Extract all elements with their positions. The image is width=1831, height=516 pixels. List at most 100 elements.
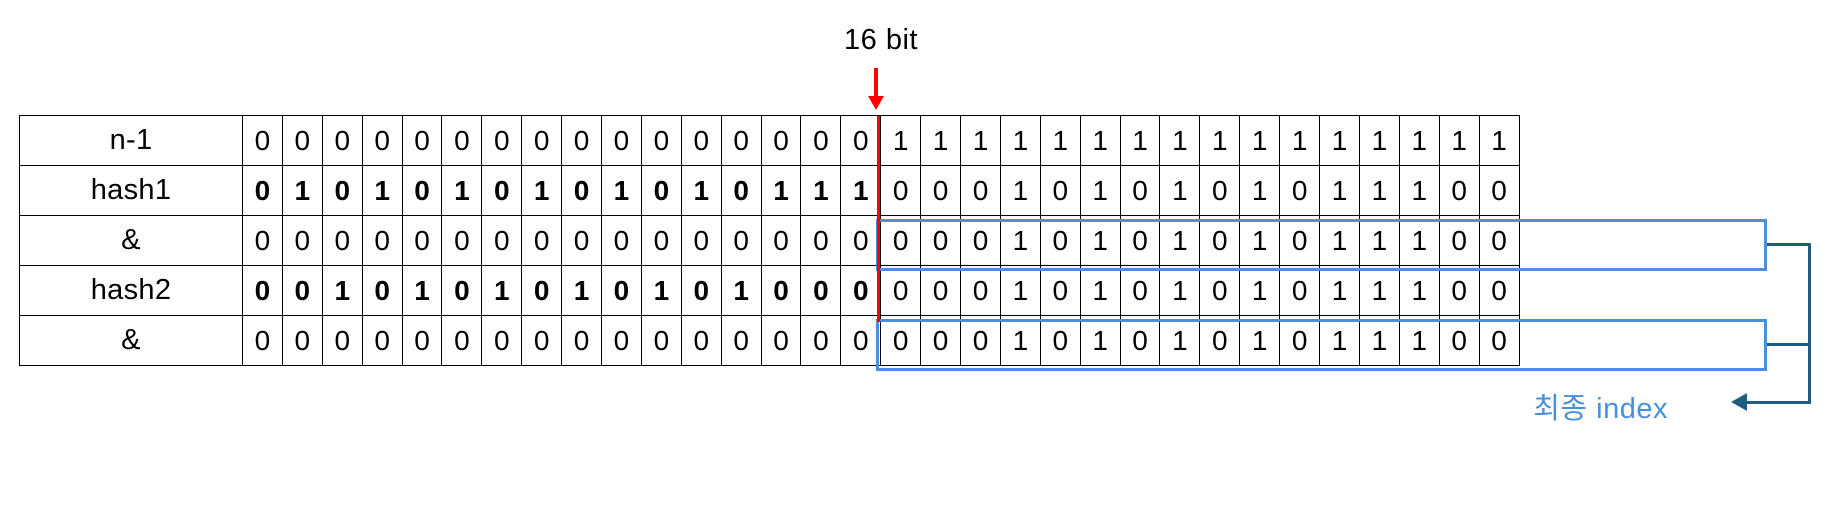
bit-cell: 0 bbox=[800, 215, 842, 266]
bit-cell: 1 bbox=[1319, 215, 1360, 266]
bit-cell: 0 bbox=[401, 115, 443, 166]
bit-cell: 0 bbox=[481, 215, 523, 266]
bit-cell: 0 bbox=[680, 115, 722, 166]
bit-cell: 0 bbox=[1478, 265, 1520, 316]
bit-cell: 0 bbox=[521, 265, 563, 316]
bit-cell: 1 bbox=[999, 265, 1041, 316]
bit-cell: 1 bbox=[1239, 115, 1281, 166]
bit-cell: 1 bbox=[800, 165, 842, 216]
bit-cell: 0 bbox=[760, 315, 802, 366]
bit-cell: 1 bbox=[1239, 215, 1281, 266]
bit-cell: 0 bbox=[880, 165, 922, 216]
bit-cell: 0 bbox=[281, 265, 323, 316]
bit-cell: 1 bbox=[1079, 265, 1121, 316]
bit-cell: 0 bbox=[840, 215, 882, 266]
bit-cell: 1 bbox=[281, 165, 323, 216]
bit-cell: 1 bbox=[1079, 215, 1121, 266]
bit-cell: 0 bbox=[1199, 265, 1241, 316]
bit-cell: 0 bbox=[521, 315, 563, 366]
bit-cell: 1 bbox=[1079, 115, 1121, 166]
bit-cell: 0 bbox=[321, 215, 363, 266]
bit-cell: 1 bbox=[1079, 165, 1121, 216]
bit-cell: 1 bbox=[640, 265, 682, 316]
bit-cell: 0 bbox=[960, 165, 1001, 216]
bit-cell: 0 bbox=[321, 315, 363, 366]
bit-cell: 0 bbox=[1438, 165, 1480, 216]
bit-cell: 1 bbox=[401, 265, 443, 316]
bit-cell: 0 bbox=[720, 215, 762, 266]
bit-cell: 0 bbox=[1478, 165, 1520, 216]
bit-cell: 0 bbox=[1199, 215, 1241, 266]
bit-cell: 0 bbox=[521, 215, 563, 266]
bit-cell: 0 bbox=[880, 315, 922, 366]
bit-cell: 1 bbox=[1279, 115, 1321, 166]
final-index-label: 최종 index bbox=[1533, 393, 1668, 425]
bit-cell: 0 bbox=[880, 265, 922, 316]
bit-cell: 0 bbox=[401, 315, 443, 366]
bracket-arrow-shaft bbox=[1745, 401, 1811, 404]
bit-cell: 0 bbox=[920, 265, 962, 316]
sixteen-bit-divider bbox=[877, 116, 880, 322]
bit-cell: 0 bbox=[401, 215, 443, 266]
bit-cell: 0 bbox=[1279, 215, 1321, 266]
bit-cell: 0 bbox=[481, 165, 523, 216]
bit-cell: 0 bbox=[281, 315, 323, 366]
bit-cell: 1 bbox=[880, 115, 922, 166]
bit-cell: 1 bbox=[1159, 115, 1201, 166]
bit-cell: 0 bbox=[720, 115, 762, 166]
bit-cell: 0 bbox=[800, 115, 842, 166]
bit-cell: 0 bbox=[680, 315, 722, 366]
bit-cell: 0 bbox=[920, 165, 962, 216]
arrow-head bbox=[868, 96, 884, 110]
bit-cell: 0 bbox=[361, 265, 403, 316]
bit-cell: 0 bbox=[640, 215, 682, 266]
row-label: hash2 bbox=[19, 265, 243, 316]
row-label: & bbox=[19, 215, 243, 266]
bit-cell: 0 bbox=[601, 315, 642, 366]
bit-cell: 0 bbox=[720, 315, 762, 366]
bit-cell: 0 bbox=[1438, 215, 1480, 266]
bit-cell: 0 bbox=[800, 265, 842, 316]
bracket-arrow-head-icon bbox=[1731, 393, 1747, 411]
bit-cell: 0 bbox=[920, 215, 962, 266]
bit-cell: 0 bbox=[1279, 315, 1321, 366]
bit-cell: 0 bbox=[800, 315, 842, 366]
bit-cell: 0 bbox=[640, 315, 682, 366]
arrow-shaft bbox=[874, 68, 878, 98]
bit-cell: 0 bbox=[1119, 215, 1161, 266]
bit-cell: 0 bbox=[680, 265, 722, 316]
bit-cell: 0 bbox=[960, 315, 1001, 366]
bit-cell: 0 bbox=[1039, 215, 1081, 266]
bit-cell: 1 bbox=[561, 265, 603, 316]
bit-cell: 1 bbox=[1358, 215, 1400, 266]
row-label: hash1 bbox=[19, 165, 243, 216]
bit-cell: 0 bbox=[401, 165, 443, 216]
bit-cell: 0 bbox=[441, 265, 483, 316]
bit-cell: 0 bbox=[1039, 265, 1081, 316]
bit-cell: 1 bbox=[1239, 315, 1281, 366]
bit-cell: 0 bbox=[640, 115, 682, 166]
bracket-vertical-segment bbox=[1808, 243, 1811, 403]
bit-cell: 1 bbox=[1319, 265, 1360, 316]
bit-cell: 0 bbox=[760, 115, 802, 166]
bit-cell: 1 bbox=[1398, 315, 1440, 366]
bit-cell: 1 bbox=[1358, 315, 1400, 366]
bit-cell: 0 bbox=[1438, 315, 1480, 366]
bit-cell: 0 bbox=[441, 315, 483, 366]
bit-cell: 1 bbox=[1438, 115, 1480, 166]
bit-cell: 0 bbox=[720, 165, 762, 216]
bit-cell: 1 bbox=[920, 115, 962, 166]
bit-cell: 0 bbox=[680, 215, 722, 266]
bit-cell: 0 bbox=[561, 215, 603, 266]
bit-cell: 0 bbox=[1039, 315, 1081, 366]
bit-cell: 0 bbox=[281, 215, 323, 266]
bit-cell: 0 bbox=[361, 215, 403, 266]
bit-cell: 0 bbox=[561, 315, 603, 366]
bit-cell: 0 bbox=[1119, 165, 1161, 216]
bit-cell: 1 bbox=[481, 265, 523, 316]
